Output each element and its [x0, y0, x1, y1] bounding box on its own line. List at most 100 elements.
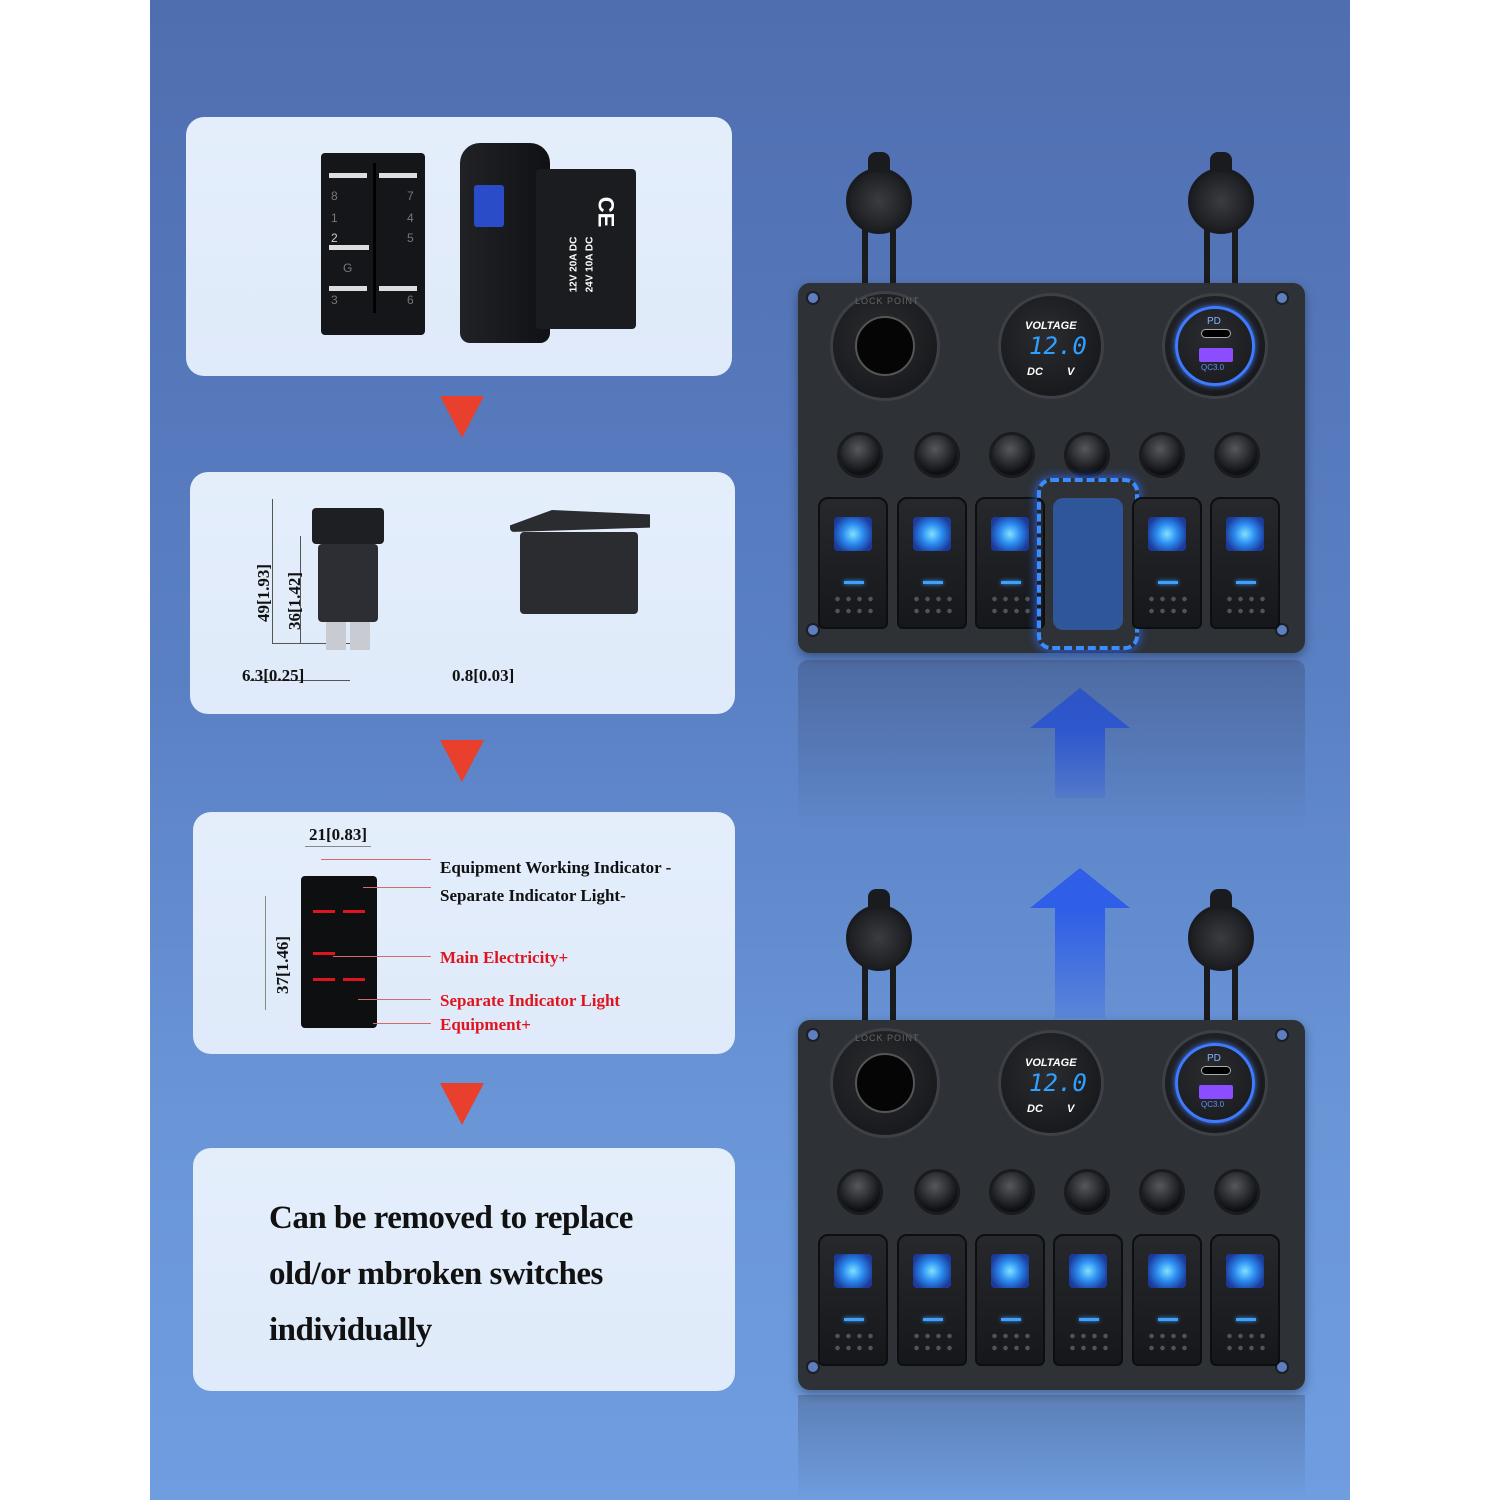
info-line: individually: [269, 1312, 432, 1348]
wiring-label: Separate Indicator Light-: [440, 886, 626, 905]
arrow-down-icon: [440, 740, 484, 782]
pin-label: G: [343, 261, 353, 275]
switch-grip-dots: [1146, 593, 1190, 617]
arrow-down-icon: [440, 396, 484, 438]
dimension-width: 21[0.83]: [309, 825, 368, 844]
switch-side-view: [460, 143, 550, 343]
switch-led-icon: [834, 517, 872, 551]
rocker-switch[interactable]: [975, 497, 1045, 629]
fuse-holder[interactable]: [1214, 1169, 1260, 1215]
cap-tab: [1210, 152, 1232, 172]
switch-back-view: 8 1 2 G 3 7 4 5 6: [321, 153, 425, 335]
socket-label: LOCK POINT: [855, 296, 920, 306]
rocker-switch[interactable]: [1210, 497, 1280, 629]
cigarette-socket[interactable]: LOCK POINT: [830, 291, 940, 401]
fuse-holder[interactable]: [1214, 432, 1260, 478]
mounting-hole: [1275, 291, 1289, 305]
socket-cap: [1188, 885, 1254, 1037]
dimension-height-total: 49[1.93]: [254, 563, 273, 622]
switch-photo-card: 8 1 2 G 3 7 4 5 6 CE 12V 20A DC 24V 10A …: [186, 117, 732, 376]
rocker-switch[interactable]: [818, 497, 888, 629]
switch-indicator-bar: [923, 1318, 943, 1321]
panel-reflection: [798, 660, 1305, 830]
fuse-holder[interactable]: [1139, 432, 1185, 478]
switch-indicator-bar: [1236, 581, 1256, 584]
switch-indicator-bar: [1158, 581, 1178, 584]
socket-hole: [855, 1053, 915, 1113]
mounting-hole: [806, 291, 820, 305]
usb-a-port: [1199, 1085, 1233, 1099]
mounting-hole: [806, 1028, 820, 1042]
pin-label: 6: [407, 293, 414, 307]
switch-led-icon: [1226, 517, 1264, 551]
fuse-holder[interactable]: [837, 432, 883, 478]
wiring-label: Equipment+: [440, 1015, 531, 1034]
switch-front-drawing: [312, 508, 384, 544]
switch-indicator-bar: [844, 581, 864, 584]
fuse-holder[interactable]: [1064, 1169, 1110, 1215]
cap-tab: [868, 152, 890, 172]
unit-label: V: [1067, 366, 1075, 378]
switch-indicator-bar: [1236, 1318, 1256, 1321]
rocker-switch[interactable]: [1210, 1234, 1280, 1366]
usb-ring: [1175, 306, 1255, 386]
rocker-switch[interactable]: [1132, 497, 1202, 629]
fuse-holder[interactable]: [1139, 1169, 1185, 1215]
fuse-holder[interactable]: [989, 1169, 1035, 1215]
switch-grip-dots: [832, 1330, 876, 1354]
voltage-readout: 12.0: [1029, 1069, 1087, 1097]
rating-label: 12V 20A DC: [568, 236, 580, 293]
switch-indicator-bar: [1001, 1318, 1021, 1321]
ce-mark: CE: [593, 196, 619, 228]
switch-grip-dots: [911, 1330, 955, 1354]
switch-led-icon: [1069, 1254, 1107, 1288]
switch-grip-dots: [1067, 1330, 1111, 1354]
wiring-label: Equipment Working Indicator -: [440, 858, 672, 877]
info-line: old/or mbroken switches: [269, 1256, 603, 1292]
fuse-holder[interactable]: [1064, 432, 1110, 478]
replaceable-info-card: Can be removed to replace old/or mbroken…: [193, 1148, 735, 1391]
switch-indicator-bar: [923, 581, 943, 584]
wiring-label: Main Electricity+: [440, 948, 569, 967]
fuse-holder[interactable]: [837, 1169, 883, 1215]
switch-indicator-bar: [1079, 1318, 1099, 1321]
switch-led-icon: [1226, 1254, 1264, 1288]
fuse-holder[interactable]: [989, 432, 1035, 478]
cigarette-socket[interactable]: LOCK POINT: [830, 1028, 940, 1138]
voltmeter-title: VOLTAGE: [1025, 320, 1077, 332]
switch-grip-dots: [1224, 593, 1268, 617]
usb-qc-label: QC3.0: [1201, 363, 1225, 372]
switch-grip-dots: [911, 593, 955, 617]
cap-top: [846, 905, 912, 971]
dc-label: DC: [1027, 1103, 1043, 1115]
switch-indicator-bar: [844, 1318, 864, 1321]
usb-qc-label: QC3.0: [1201, 1100, 1225, 1109]
unit-label: V: [1067, 1103, 1075, 1115]
panel-reflection: [798, 1395, 1305, 1500]
dimension-pin-thickness: 0.8[0.03]: [452, 666, 515, 685]
voltmeter-title: VOLTAGE: [1025, 1057, 1077, 1069]
rating-label: 24V 10A DC: [584, 236, 596, 293]
wiring-card: 21[0.83] 37[1.46] Equipment Working Indi…: [193, 812, 735, 1054]
fuse-holder[interactable]: [914, 432, 960, 478]
dimension-height: 37[1.46]: [273, 935, 292, 994]
rocker-switch[interactable]: [1132, 1234, 1202, 1366]
switch-led-icon: [1148, 517, 1186, 551]
empty-switch-slot: [1037, 478, 1139, 650]
voltage-readout: 12.0: [1029, 332, 1087, 360]
dc-label: DC: [1027, 366, 1043, 378]
rocker-switch[interactable]: [1053, 1234, 1123, 1366]
rocker-switch[interactable]: [897, 1234, 967, 1366]
fuse-holder[interactable]: [914, 1169, 960, 1215]
switch-grip-dots: [989, 1330, 1033, 1354]
rocker-switch[interactable]: [975, 1234, 1045, 1366]
socket-cap: [846, 148, 912, 300]
rocker-switch[interactable]: [897, 497, 967, 629]
dimension-card: 49[1.93] 36[1.42] 6.3[0.25] 0.8[0.03]: [190, 472, 735, 714]
rocker-switch[interactable]: [818, 1234, 888, 1366]
